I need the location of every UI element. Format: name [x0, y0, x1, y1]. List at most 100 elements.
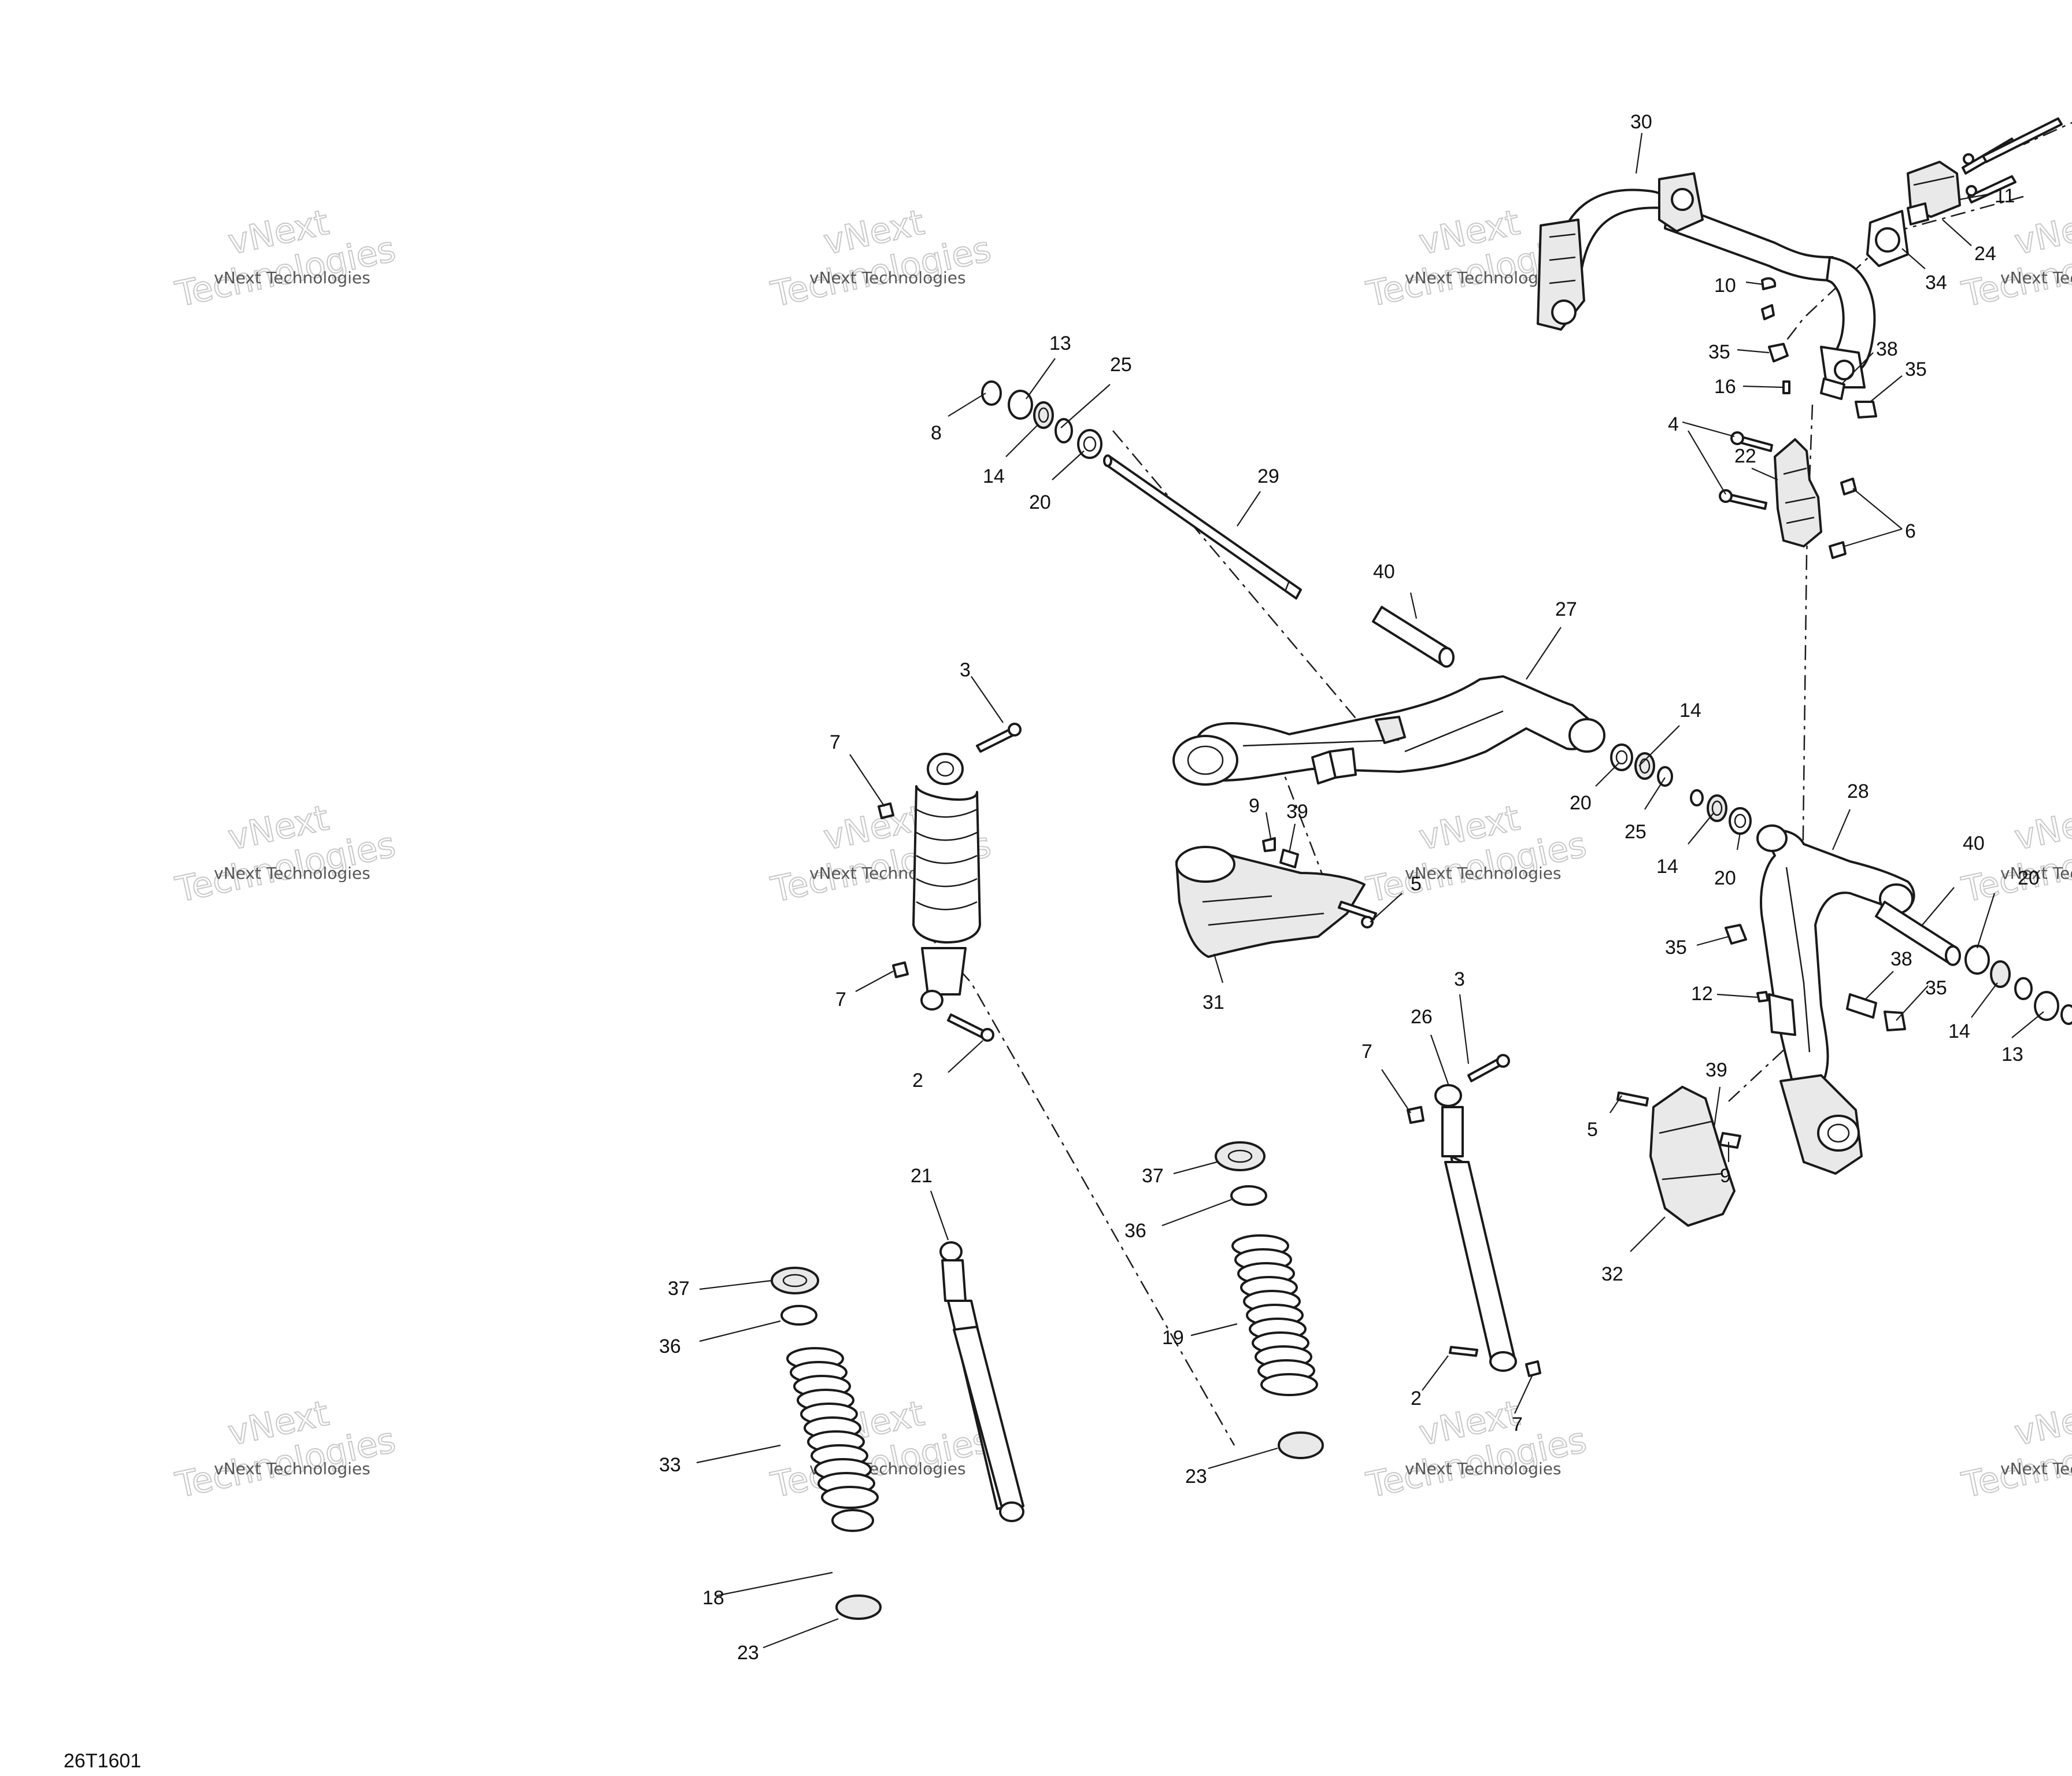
small-hardware-lower [1725, 924, 1906, 1031]
callout-23: 23 [1185, 1466, 1207, 1488]
coil-spring-33 [786, 1347, 879, 1509]
callout-37: 37 [668, 1278, 690, 1300]
spring-stack-center [1215, 1141, 1324, 1459]
callout-13: 13 [1049, 332, 1071, 354]
callout-22: 22 [1734, 445, 1756, 467]
spring-stack-left [771, 1267, 882, 1620]
watermark-line: vNext Technologies [1405, 268, 1562, 287]
spring-coil [1260, 1373, 1318, 1396]
callout-24: 24 [1974, 243, 1996, 265]
callout-35: 35 [1905, 358, 1927, 380]
callout-3: 3 [960, 659, 971, 681]
coilover-shock-upper [878, 723, 1022, 1042]
callout-10: 10 [1714, 275, 1736, 297]
link-plate-assembly [1719, 431, 1857, 559]
callout-3: 3 [1454, 968, 1465, 990]
callout-39: 39 [1286, 801, 1308, 823]
callout-14: 14 [1656, 856, 1678, 878]
shock-26 [1407, 1054, 1541, 1377]
callout-labels: 30 11 24 34 10 35 38 35 16 4 22 6 13 25 … [659, 111, 2040, 1664]
callout-26: 26 [1411, 1006, 1433, 1028]
callout-35: 35 [1925, 977, 1947, 999]
shock-21 [939, 1241, 1024, 1522]
callout-5: 5 [1411, 873, 1422, 895]
callout-9: 9 [1249, 795, 1260, 817]
callout-6: 6 [1905, 520, 1916, 542]
drawing-reference: 26T1601 [64, 1750, 141, 1772]
callout-25: 25 [1625, 821, 1646, 843]
callout-21: 21 [911, 1165, 933, 1187]
coil-spring-19 [1231, 1234, 1318, 1396]
callout-35: 35 [1665, 937, 1687, 959]
callout-8: 8 [931, 422, 942, 444]
leader-lines [696, 132, 2044, 1649]
callout-9: 9 [1720, 1165, 1731, 1187]
callout-36: 36 [1124, 1220, 1146, 1242]
sleeve-upper [1372, 606, 1455, 668]
callout-32: 32 [1601, 1263, 1623, 1285]
callout-38: 38 [1876, 338, 1898, 360]
callout-20: 20 [1714, 867, 1736, 889]
callout-7: 7 [1361, 1041, 1372, 1063]
bushing-stack-center [1610, 743, 1752, 835]
callout-20: 20 [1029, 491, 1051, 513]
callout-13: 13 [2001, 1044, 2023, 1065]
callout-16: 16 [1714, 376, 1736, 398]
trailing-arm-lower [1756, 824, 1915, 1175]
callout-27: 27 [1555, 598, 1577, 620]
callout-30: 30 [1630, 111, 1652, 133]
bushing-stack-left [981, 380, 1102, 459]
watermark-line: vNext Technologies [2000, 268, 2072, 287]
callout-25: 25 [1110, 354, 1132, 376]
small-hardware-top [1761, 277, 1877, 419]
callout-40: 40 [1373, 561, 1395, 583]
watermark-line: vNext Technologies [214, 864, 371, 883]
watermark-line: vNext Technologies [2000, 1459, 2072, 1478]
callout-33: 33 [659, 1454, 681, 1476]
callout-14: 14 [1679, 700, 1701, 722]
stabilizer-bar [1537, 172, 1876, 388]
callout-7: 7 [835, 989, 846, 1011]
callout-7: 7 [830, 731, 841, 753]
pivot-shaft [1103, 454, 1302, 600]
callout-36: 36 [659, 1335, 681, 1357]
skid-guard-lower [1616, 1086, 1741, 1227]
callout-34: 34 [1925, 272, 1947, 294]
callout-40: 40 [1963, 832, 1985, 854]
callout-14: 14 [983, 465, 1005, 487]
callout-2: 2 [912, 1070, 923, 1092]
watermark-line: vNext Technologies [214, 268, 371, 287]
callout-20: 20 [1570, 792, 1592, 814]
callout-12: 12 [1691, 983, 1713, 1005]
callout-29: 29 [1257, 465, 1279, 487]
callout-31: 31 [1202, 991, 1224, 1013]
callout-37: 37 [1142, 1165, 1164, 1187]
callout-38: 38 [1890, 948, 1912, 970]
watermark-line: vNext Technologies [1405, 1459, 1562, 1478]
watermark-line: vNext Technologies [1405, 864, 1562, 883]
callout-35: 35 [1708, 341, 1730, 363]
assembly-lines [919, 121, 2072, 1446]
watermark-line: vNext Technologies [809, 268, 966, 287]
trailing-arm-upper [1172, 675, 1605, 786]
callout-23: 23 [737, 1642, 759, 1664]
sleeve-lower [1875, 901, 2072, 1025]
callout-20: 20 [2018, 867, 2040, 889]
callout-11: 11 [1995, 185, 2015, 207]
callout-2: 2 [1411, 1388, 1422, 1409]
callout-4: 4 [1668, 413, 1679, 435]
watermark-line: vNext Technologies [2000, 864, 2072, 883]
spring-coil [821, 1486, 879, 1509]
callout-14: 14 [1948, 1020, 1970, 1042]
watermark-line: vNext Technologies [214, 1459, 371, 1478]
callout-18: 18 [702, 1587, 724, 1609]
callout-5: 5 [1587, 1119, 1598, 1141]
callout-19: 19 [1162, 1327, 1184, 1349]
